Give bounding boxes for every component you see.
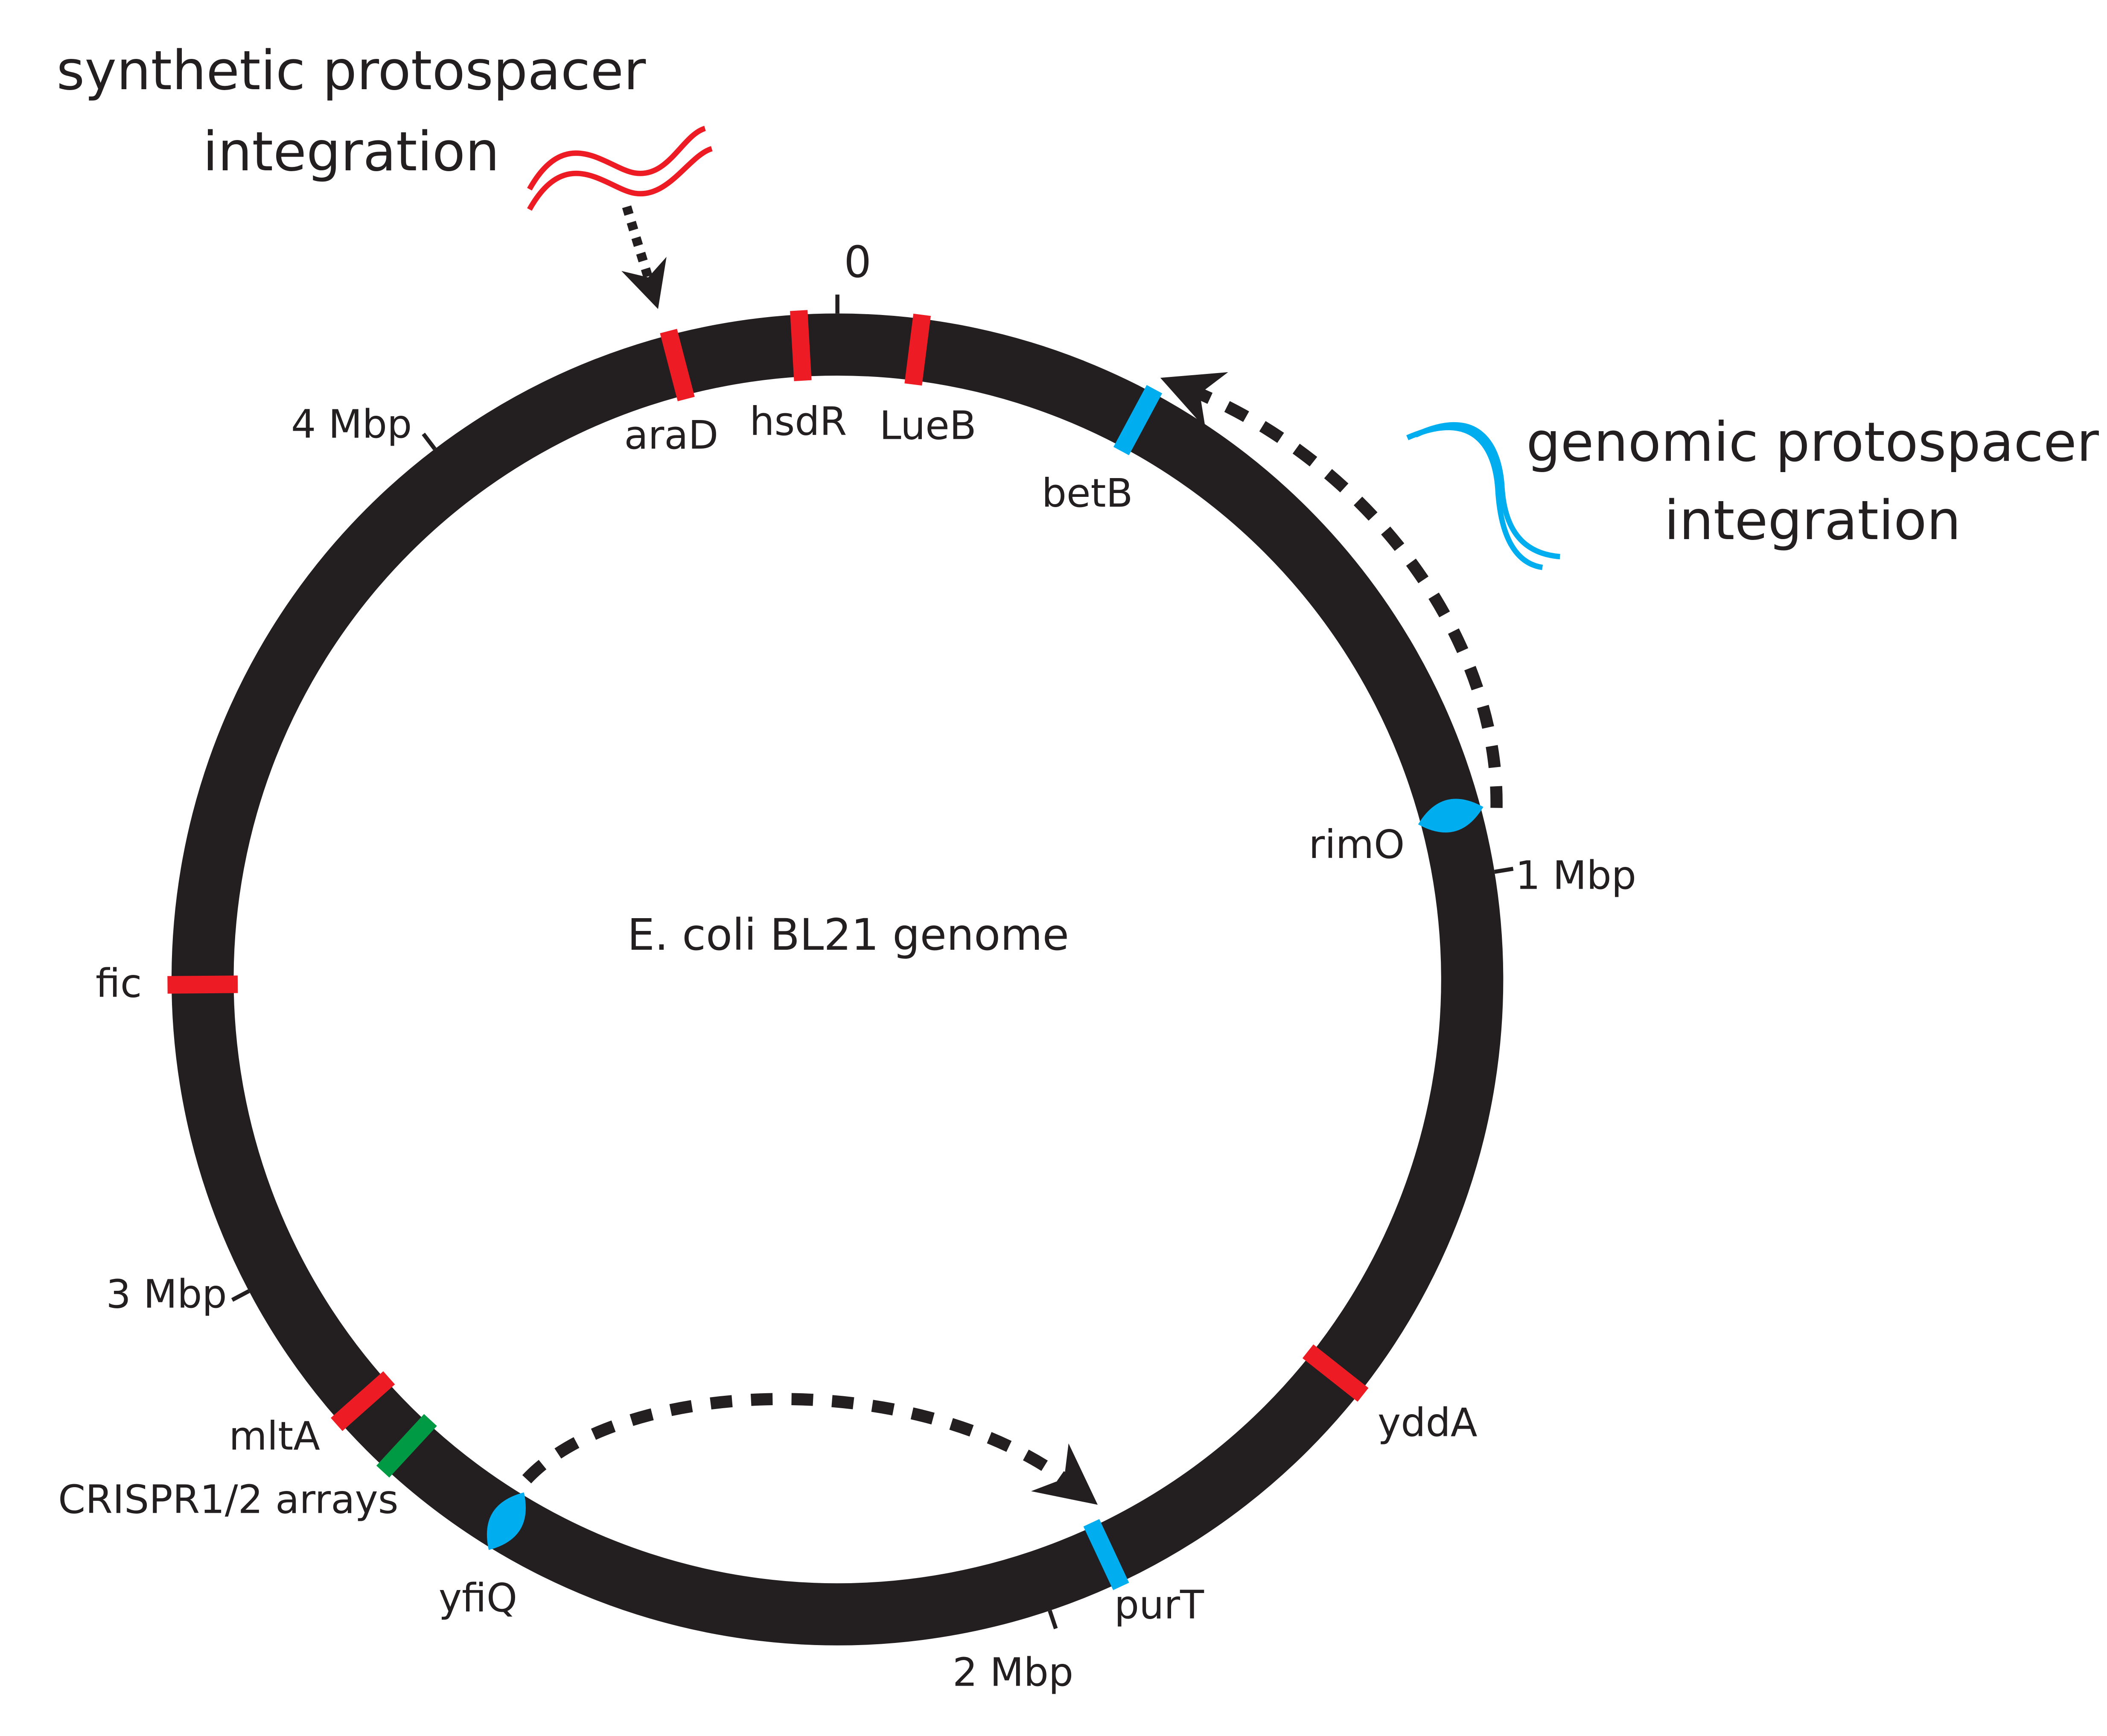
- tick-mark: [1494, 867, 1514, 874]
- tick-label-4mbp: 4 Mbp: [291, 402, 412, 447]
- gene-marker: [1083, 1519, 1129, 1590]
- gene-marker: [376, 1414, 437, 1478]
- genome-ring: [171, 313, 1504, 1646]
- gene-label-hsdR: hsdR: [749, 399, 847, 444]
- genome-title: E. coli BL21 genome: [627, 910, 1069, 960]
- synthetic-integration-arrow: [621, 205, 667, 309]
- gene-marker: [167, 975, 238, 994]
- gene-marker-lens: [1418, 799, 1483, 833]
- genomic-protospacer-icon: [1406, 422, 1560, 570]
- genomic-annotation-line2: integration: [1664, 489, 1961, 552]
- gene-marker: [330, 1371, 395, 1431]
- gene-marker: [660, 329, 695, 402]
- tick-label-1mbp: 1 Mbp: [1515, 853, 1636, 899]
- gene-label-mltA: mltA: [229, 1413, 320, 1459]
- gene-label-fic: fic: [96, 961, 142, 1007]
- tick-label-0: 0: [844, 237, 871, 287]
- gene-label-betB: betB: [1042, 470, 1133, 516]
- gene-marker: [1302, 1344, 1369, 1402]
- gene-marker-lens: [487, 1492, 526, 1550]
- tick-mark: [231, 1289, 250, 1302]
- genomic-annotation-line1: genomic protospacer: [1526, 411, 2099, 473]
- yfiQ-to-purT-arrow: [522, 1393, 1098, 1505]
- gene-label-yfiQ: yfiQ: [439, 1576, 517, 1621]
- tick-mark: [1048, 1610, 1058, 1629]
- gene-label-rimO: rimO: [1308, 822, 1405, 867]
- synthetic-annotation-line2: integration: [203, 120, 499, 183]
- synthetic-annotation-line1: synthetic protospacer: [56, 39, 646, 102]
- tick-label-2mbp: 2 Mbp: [953, 1650, 1073, 1695]
- gene-label-crispr: CRISPR1/2 arrays: [58, 1477, 399, 1523]
- gene-label-araD: araD: [624, 412, 718, 458]
- gene-label-purT: purT: [1114, 1582, 1204, 1628]
- synthetic-protospacer-icon: [527, 125, 713, 211]
- gene-marker: [904, 313, 931, 386]
- gene-label-yddA: yddA: [1378, 1400, 1478, 1445]
- tick-mark: [422, 432, 437, 450]
- gene-label-LueB: LueB: [880, 403, 976, 449]
- gene-marker: [790, 310, 812, 381]
- genomic-integration-arrow: [1160, 372, 1503, 808]
- tick-marks: [231, 295, 1514, 1629]
- tick-label-3mbp: 3 Mbp: [106, 1272, 227, 1317]
- gene-markers: [167, 310, 1483, 1590]
- gene-marker: [1113, 385, 1163, 455]
